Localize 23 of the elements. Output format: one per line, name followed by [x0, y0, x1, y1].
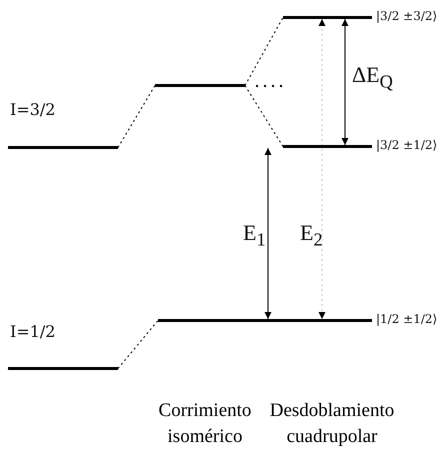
dotted-connector — [244, 85, 284, 147]
transition-arrow — [342, 18, 348, 146]
edge-label: ΔE$_{Q}$ — [352, 62, 393, 92]
energy-level-bar — [283, 16, 372, 19]
dotted-connector — [244, 17, 284, 86]
energy-level-bar — [283, 145, 372, 148]
energy-level-bar — [158, 319, 372, 322]
axis-caption: Corrimiento isomérico — [158, 399, 252, 449]
edge-label: E$_{1}$ — [243, 220, 266, 250]
energy-level-bar — [155, 84, 245, 87]
energy-level-bar — [8, 367, 118, 370]
dotted-connector — [118, 85, 156, 148]
spin-label: I=1/2 — [10, 322, 56, 341]
edge-label: E$_{2}$ — [300, 220, 323, 250]
dotted-connector — [118, 320, 158, 369]
transition-arrow — [318, 18, 326, 320]
state-label: |3/2 ±1/2⟩ — [376, 138, 438, 152]
spin-label: I=3/2 — [10, 100, 56, 119]
axis-caption: Desdoblamiento cuadrupolar — [268, 399, 396, 449]
state-label: |3/2 ±3/2⟩ — [376, 9, 438, 23]
energy-level-bar — [8, 146, 118, 149]
state-label: |1/2 ±1/2⟩ — [376, 312, 438, 326]
transition-arrow — [264, 148, 272, 320]
